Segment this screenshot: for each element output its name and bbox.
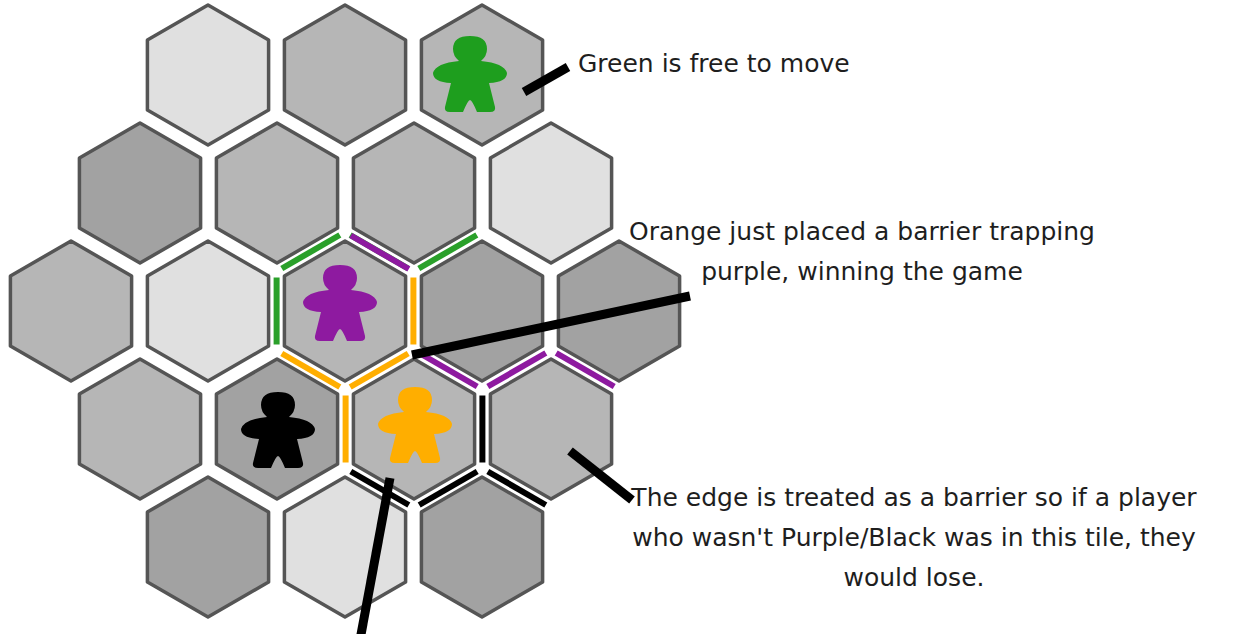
- hex-tile: [147, 5, 268, 145]
- hex-tile: [79, 359, 200, 499]
- annotation: Orange just placed a barrier trapping pu…: [612, 212, 1112, 292]
- leader-line: [570, 451, 632, 500]
- meeple: [433, 36, 507, 112]
- barrier: [488, 472, 546, 506]
- barrier: [351, 472, 409, 506]
- leader-line: [360, 478, 390, 634]
- barrier: [479, 396, 485, 463]
- barrier: [282, 354, 340, 388]
- meeples: [241, 36, 507, 468]
- barrier: [488, 353, 546, 387]
- barrier: [419, 472, 477, 506]
- hex-tile: [421, 477, 542, 617]
- hex-tile: [147, 477, 268, 617]
- hex-tile: [147, 241, 268, 381]
- barrier: [419, 235, 477, 269]
- barrier: [351, 236, 409, 270]
- hex-tile: [216, 359, 337, 499]
- barrier: [556, 353, 614, 387]
- hex-tile: [353, 359, 474, 499]
- barrier: [343, 396, 349, 463]
- hex-tile: [10, 241, 131, 381]
- barrier: [419, 353, 477, 387]
- hex-tile: [490, 359, 611, 499]
- hex-tiles: [10, 5, 679, 617]
- annotation: Green is free to move: [578, 44, 998, 84]
- hex-tile: [490, 123, 611, 263]
- hex-tile: [421, 5, 542, 145]
- barrier: [410, 278, 416, 345]
- hex-tile: [216, 123, 337, 263]
- hex-tile: [79, 123, 200, 263]
- barrier: [274, 278, 280, 345]
- leader-line: [524, 67, 568, 92]
- meeple: [303, 265, 377, 341]
- meeple: [241, 392, 315, 468]
- meeple: [378, 387, 452, 463]
- hex-tile: [284, 241, 405, 381]
- hex-tile: [353, 123, 474, 263]
- leader-line: [412, 296, 690, 355]
- barrier: [350, 235, 408, 269]
- hex-tile: [421, 241, 542, 381]
- barriers: [277, 235, 615, 505]
- hex-tile: [284, 5, 405, 145]
- barrier: [282, 235, 340, 269]
- annotation: The edge is treated as a barrier so if a…: [602, 478, 1226, 598]
- barrier: [350, 354, 408, 388]
